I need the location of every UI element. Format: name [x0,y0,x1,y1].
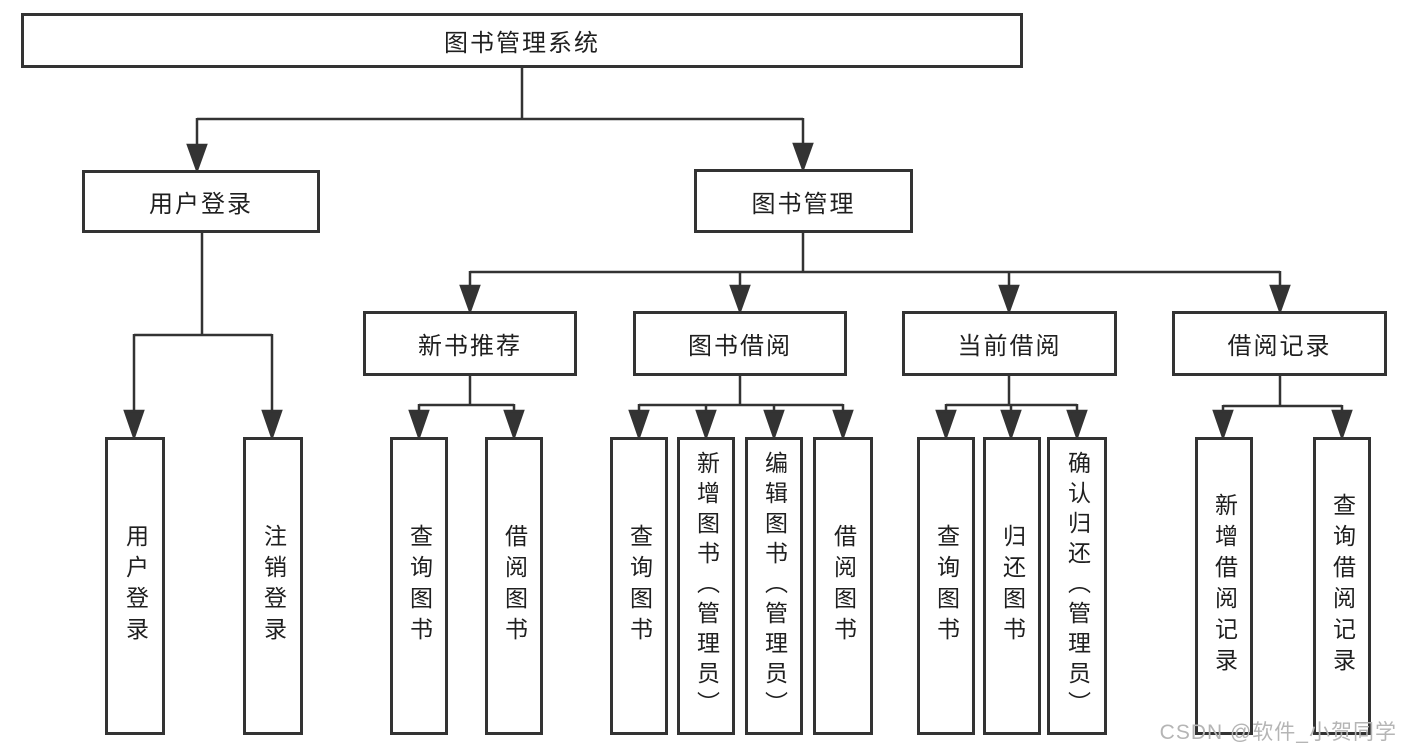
leaf-edit-book-admin: 编辑图书（管理员） [745,437,803,735]
leaf-add-book-admin: 新增图书（管理员） [677,437,735,735]
connector-borrow-records-to-leaves [1212,376,1353,441]
leaf-borrow-books: 借阅图书 [813,437,873,735]
node-library-system: 图书管理系统 [21,13,1023,68]
node-book-borrow: 图书借阅 [633,311,847,376]
connector-root-to-level2 [186,68,814,174]
leaf-return-book: 归还图书 [983,437,1041,735]
leaf-add-borrow-record: 新增借阅记录 [1195,437,1253,735]
node-borrow-records: 借阅记录 [1172,311,1387,376]
connector-new-book-recommend-to-leaves [408,376,525,441]
node-user-login: 用户登录 [82,170,320,233]
leaf-query-books-recommend: 查询图书 [390,437,448,735]
connector-book-borrow-to-leaves [628,376,854,441]
leaf-query-books-borrow: 查询图书 [610,437,668,735]
leaf-query-books-current: 查询图书 [917,437,975,735]
csdn-watermark: CSDN @软件_小贺同学 [1159,721,1397,744]
leaf-logout: 注销登录 [243,437,303,735]
leaf-confirm-return-admin: 确认归还（管理员） [1047,437,1107,735]
connector-current-borrow-to-leaves [935,376,1088,441]
leaf-borrow-books-recommend: 借阅图书 [485,437,543,735]
connector-book-management-to-level3 [459,233,1291,315]
leaf-user-login: 用户登录 [105,437,165,735]
node-book-management: 图书管理 [694,169,913,233]
leaf-query-borrow-record: 查询借阅记录 [1313,437,1371,735]
connector-user-login-to-leaves [123,233,283,441]
node-current-borrow: 当前借阅 [902,311,1117,376]
node-new-book-recommend: 新书推荐 [363,311,577,376]
